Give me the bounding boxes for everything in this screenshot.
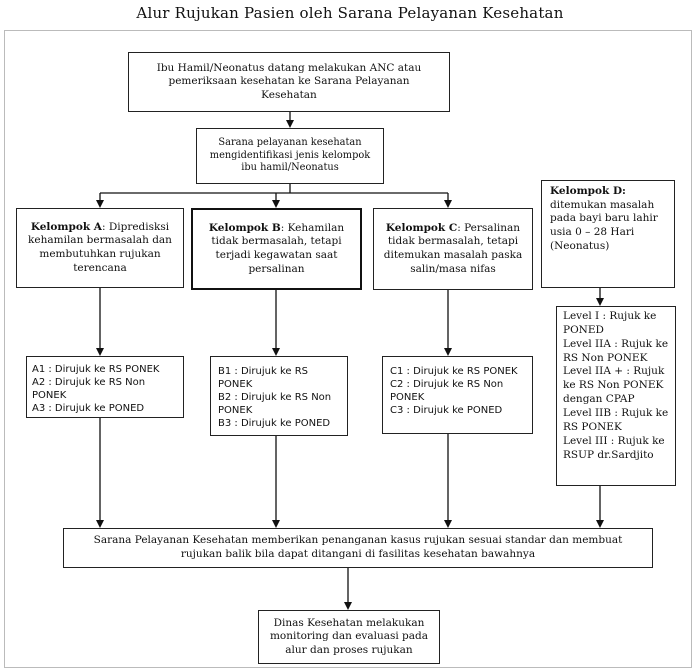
box-patient-visit: Ibu Hamil/Neonatus datang melakukan ANC … — [128, 52, 450, 112]
ref-b-2: B2 : Dirujuk ke RS Non PONEK — [218, 392, 332, 416]
box-ref-d: Level I : Rujuk ke PONED Level IIA : Ruj… — [556, 306, 676, 486]
group-a-text: : Dipredisksi kehamilan bermasalah dan m… — [28, 220, 172, 274]
group-d-label: Kelompok D: — [550, 185, 626, 197]
group-a-content: Kelompok A: Dipredisksi kehamilan bermas… — [23, 221, 177, 276]
box-patient-visit-text: Ibu Hamil/Neonatus datang melakukan ANC … — [156, 61, 422, 101]
box-ref-a: A1 : Dirujuk ke RS PONEK A2 : Dirujuk ke… — [26, 356, 184, 418]
box-group-d: Kelompok D: ditemukan masalah pada bayi … — [541, 180, 675, 288]
box-group-b: Kelompok B: Kehamilan tidak bermasalah, … — [191, 208, 362, 290]
diagram-frame — [4, 30, 692, 668]
ref-a-2: A2 : Dirujuk ke RS Non PONEK — [32, 377, 146, 401]
box-handling: Sarana Pelayanan Kesehatan memberikan pe… — [63, 528, 653, 568]
group-d-text: ditemukan masalah pada bayi baru lahir u… — [550, 198, 658, 252]
ref-b-3: B3 : Dirujuk ke PONED — [218, 418, 331, 429]
diagram-title: Alur Rujukan Pasien oleh Sarana Pelayana… — [136, 4, 564, 22]
group-b-content: Kelompok B: Kehamilan tidak bermasalah, … — [201, 222, 352, 277]
ref-a-1: A1 : Dirujuk ke RS PONEK — [32, 364, 160, 375]
box-group-c: Kelompok C: Persalinan tidak bermasalah,… — [373, 208, 533, 290]
ref-c-2: C2 : Dirujuk ke RS Non PONEK — [390, 379, 504, 403]
box-ref-b: B1 : Dirujuk ke RS PONEK B2 : Dirujuk ke… — [210, 356, 348, 436]
group-c-label: Kelompok C — [385, 221, 458, 234]
box-monitoring: Dinas Kesehatan melakukan monitoring dan… — [258, 610, 440, 664]
box-monitoring-text: Dinas Kesehatan melakukan monitoring dan… — [269, 616, 429, 656]
ref-d-5: Level III : Rujuk ke RSUP dr.Sardjito — [563, 434, 665, 461]
ref-c-1: C1 : Dirujuk ke RS PONEK — [390, 366, 518, 377]
group-a-label: Kelompok A — [30, 220, 102, 233]
ref-d-2: Level IIA : Rujuk ke RS Non PONEK — [563, 337, 669, 364]
ref-b-1: B1 : Dirujuk ke RS PONEK — [218, 366, 309, 390]
box-ref-c: C1 : Dirujuk ke RS PONEK C2 : Dirujuk ke… — [382, 356, 533, 434]
box-identify-group: Sarana pelayanan kesehatan mengidentifik… — [196, 128, 384, 184]
ref-c-3: C3 : Dirujuk ke PONED — [390, 405, 503, 416]
ref-d-4: Level IIB : Rujuk ke RS PONEK — [563, 407, 669, 433]
group-c-content: Kelompok C: Persalinan tidak bermasalah,… — [380, 222, 526, 277]
box-identify-group-text: Sarana pelayanan kesehatan mengidentifik… — [209, 136, 371, 174]
ref-d-3: Level IIA + : Rujuk ke RS Non PONEK deng… — [563, 365, 665, 406]
box-group-a: Kelompok A: Dipredisksi kehamilan bermas… — [16, 208, 184, 288]
ref-d-1: Level I : Rujuk ke PONED — [563, 310, 657, 336]
group-c-text: : Persalinan tidak bermasalah, tetapi di… — [383, 221, 523, 275]
box-handling-text: Sarana Pelayanan Kesehatan memberikan pe… — [93, 534, 623, 560]
ref-a-3: A3 : Dirujuk ke PONED — [32, 403, 145, 414]
group-b-text: : Kehamilan tidak bermasalah, tetapi ter… — [211, 221, 345, 275]
group-b-label: Kelompok B — [208, 221, 281, 234]
